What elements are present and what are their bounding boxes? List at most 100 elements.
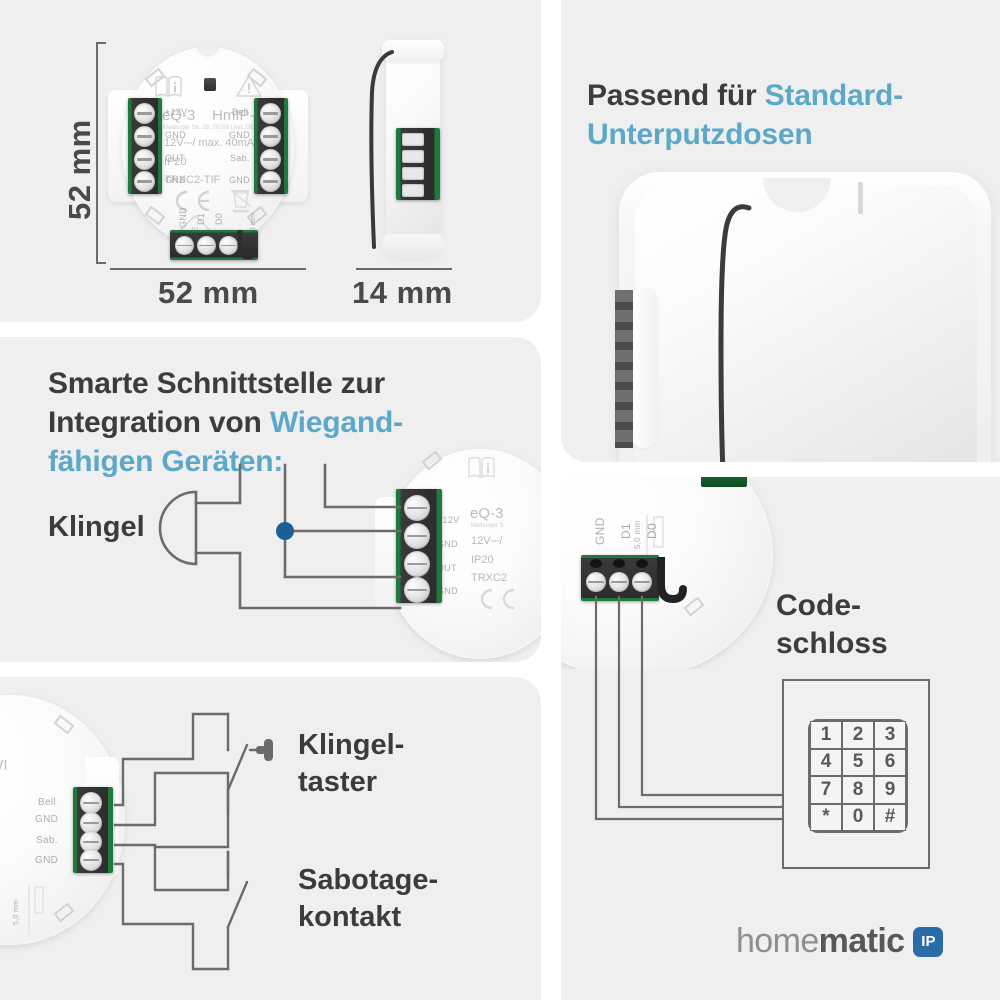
terminal-slot-s2 (402, 150, 424, 163)
dimension-line-depth (356, 268, 452, 270)
contacts-strip-arrow-icon (28, 885, 44, 937)
bell-button-label-line2: taster (298, 766, 377, 799)
tamper-label-line1: Sabotage- (298, 864, 439, 896)
terminal-screw-r4 (260, 171, 281, 192)
wiegand-term-label-1: GND (437, 539, 458, 549)
device-brand-print: eQ-3 (162, 107, 196, 124)
wiegand-screw-1 (404, 495, 430, 521)
wire-junction-dot (276, 522, 294, 540)
device-side-collar-top (382, 40, 444, 62)
housing-pcb-strip (615, 290, 633, 448)
panel-wiegand-interface: Smarte Schnittstelle zur Integration von… (0, 337, 541, 662)
contacts-device-model: P-FWI (0, 757, 8, 774)
keypad-key[interactable]: 3 (874, 721, 906, 749)
weee-bin-icon (230, 189, 252, 213)
terminal-screw-r2 (260, 126, 281, 147)
terminal-screw-l4 (134, 171, 155, 192)
bell-button-label: Klingel- taster (298, 727, 404, 801)
keypad-key[interactable]: 8 (842, 776, 874, 804)
terminal-label-right-1: GND (229, 130, 250, 140)
terminal-screw-b2 (197, 236, 216, 255)
terminal-label-bottom-0: GND (178, 207, 188, 228)
terminal-label-bottom-1: D1 (196, 212, 206, 225)
keypad-key[interactable]: 1 (810, 721, 842, 749)
bell-button-switch-blade (226, 743, 249, 792)
wiegand-term-label-2: OUT (437, 563, 457, 573)
wiegand-device-address: Maiburger S (471, 523, 504, 529)
keypad-key[interactable]: 0 (842, 803, 874, 831)
bell-button-actuator (264, 739, 273, 761)
codelock-screw-1 (586, 572, 606, 592)
contacts-term-label-2: Sab. (36, 835, 58, 846)
panel-product-dimensions: 52 mm (0, 0, 541, 322)
bell-label: Klingel (48, 511, 145, 543)
wiegand-heading-line2-accent: Wiegand- (269, 406, 403, 439)
device-front-view: eQ-3 HmIP-FWI Maiburger Str. 29, 26789 L… (108, 32, 308, 262)
codelock-term-hole-3 (636, 559, 648, 568)
logo-matic-text: matic (818, 922, 905, 960)
terminal-slot-s3 (402, 167, 424, 180)
keypad-key[interactable]: 9 (874, 776, 906, 804)
codelock-antenna-wire (657, 557, 687, 604)
codelock-pcb-nub (701, 477, 747, 487)
keypad-key[interactable]: 5 (842, 748, 874, 776)
code-lock-keypad[interactable]: 1 2 3 4 5 6 7 8 9 * 0 # (808, 719, 908, 833)
flushbox-heading: Passend für Standard-Unterputzdosen (587, 76, 987, 154)
contacts-screw-4 (80, 849, 102, 871)
wiegand-manual-icon (468, 456, 495, 479)
terminal-label-left-2: OUT (165, 153, 185, 163)
terminal-label-left-0: +12V (165, 107, 188, 117)
bell-button-actuator-stem (256, 746, 266, 754)
contacts-screw-3 (80, 831, 102, 853)
wiegand-heading-line1: Smarte Schnittstelle zur (48, 367, 385, 400)
terminal-label-right-2: Sab. (230, 153, 250, 163)
contacts-term-label-3: GND (35, 855, 59, 866)
antenna-wire-closeup (718, 204, 752, 462)
warning-triangle-icon (236, 75, 262, 97)
keypad-key[interactable]: # (874, 803, 906, 831)
device-top-notch (196, 45, 220, 57)
codelock-label: Code- schloss (776, 587, 888, 664)
terminal-screw-r1 (260, 103, 281, 124)
codelock-term-hole-2 (613, 559, 625, 568)
device-spec-voltage: 12V⎓/ max. 40mA (164, 137, 255, 149)
code-lock-keypad-device: 1 2 3 4 5 6 7 8 9 * 0 # (782, 679, 930, 869)
antenna-wire (237, 230, 258, 260)
dimension-tick-top (96, 42, 106, 44)
contacts-wiring-diagram (113, 712, 273, 971)
keypad-key[interactable]: 4 (810, 748, 842, 776)
keypad-key[interactable]: 2 (842, 721, 874, 749)
wiegand-screw-4 (404, 577, 430, 603)
keypad-key[interactable]: 6 (874, 748, 906, 776)
panel-bell-and-tamper-contacts: P-FWI Leer, DE 0mA 5,0 mm Bell GND Sab. … (0, 677, 541, 1000)
device-side-view (358, 38, 468, 268)
terminal-screw-b3 (219, 236, 238, 255)
housing-slot (858, 182, 863, 214)
contacts-term-label-1: GND (35, 814, 59, 825)
device-address-print: Maiburger Str. 29, 26789 Leer, DE (163, 125, 255, 131)
wiegand-spec-ip: IP20 (471, 554, 494, 566)
terminal-label-right-3: GND (229, 175, 250, 185)
terminal-screw-l1 (134, 103, 155, 124)
ce-mark-icon (175, 190, 210, 212)
terminal-slot-s4 (402, 184, 424, 197)
wiegand-terminal-group (396, 489, 444, 603)
panel-code-lock: 5,0 mm GND D1 D0 Code- schloss (561, 477, 1000, 1000)
terminal-label-right-0: Bell (232, 107, 249, 117)
dimension-depth-label: 14 mm (352, 275, 453, 310)
panel-flush-mount-box: Passend für Standard-Unterputzdosen (561, 0, 1000, 462)
keypad-key[interactable]: 7 (810, 776, 842, 804)
keypad-key[interactable]: * (810, 803, 842, 831)
terminal-screw-r3 (260, 149, 281, 170)
manual-icon (155, 75, 182, 98)
terminal-label-bottom-2: D0 (214, 212, 224, 225)
codelock-terminal-group (581, 555, 687, 604)
wiegand-spec-type: TRXC2 (471, 572, 508, 584)
terminal-label-left-1: GND (165, 130, 186, 140)
wiegand-ce-icon (480, 588, 515, 610)
tamper-label: Sabotage- kontakt (298, 862, 438, 936)
wiegand-device-brand: eQ-3 (470, 505, 504, 522)
dimension-line-vertical (96, 42, 98, 264)
antenna-wire-side (369, 50, 394, 249)
